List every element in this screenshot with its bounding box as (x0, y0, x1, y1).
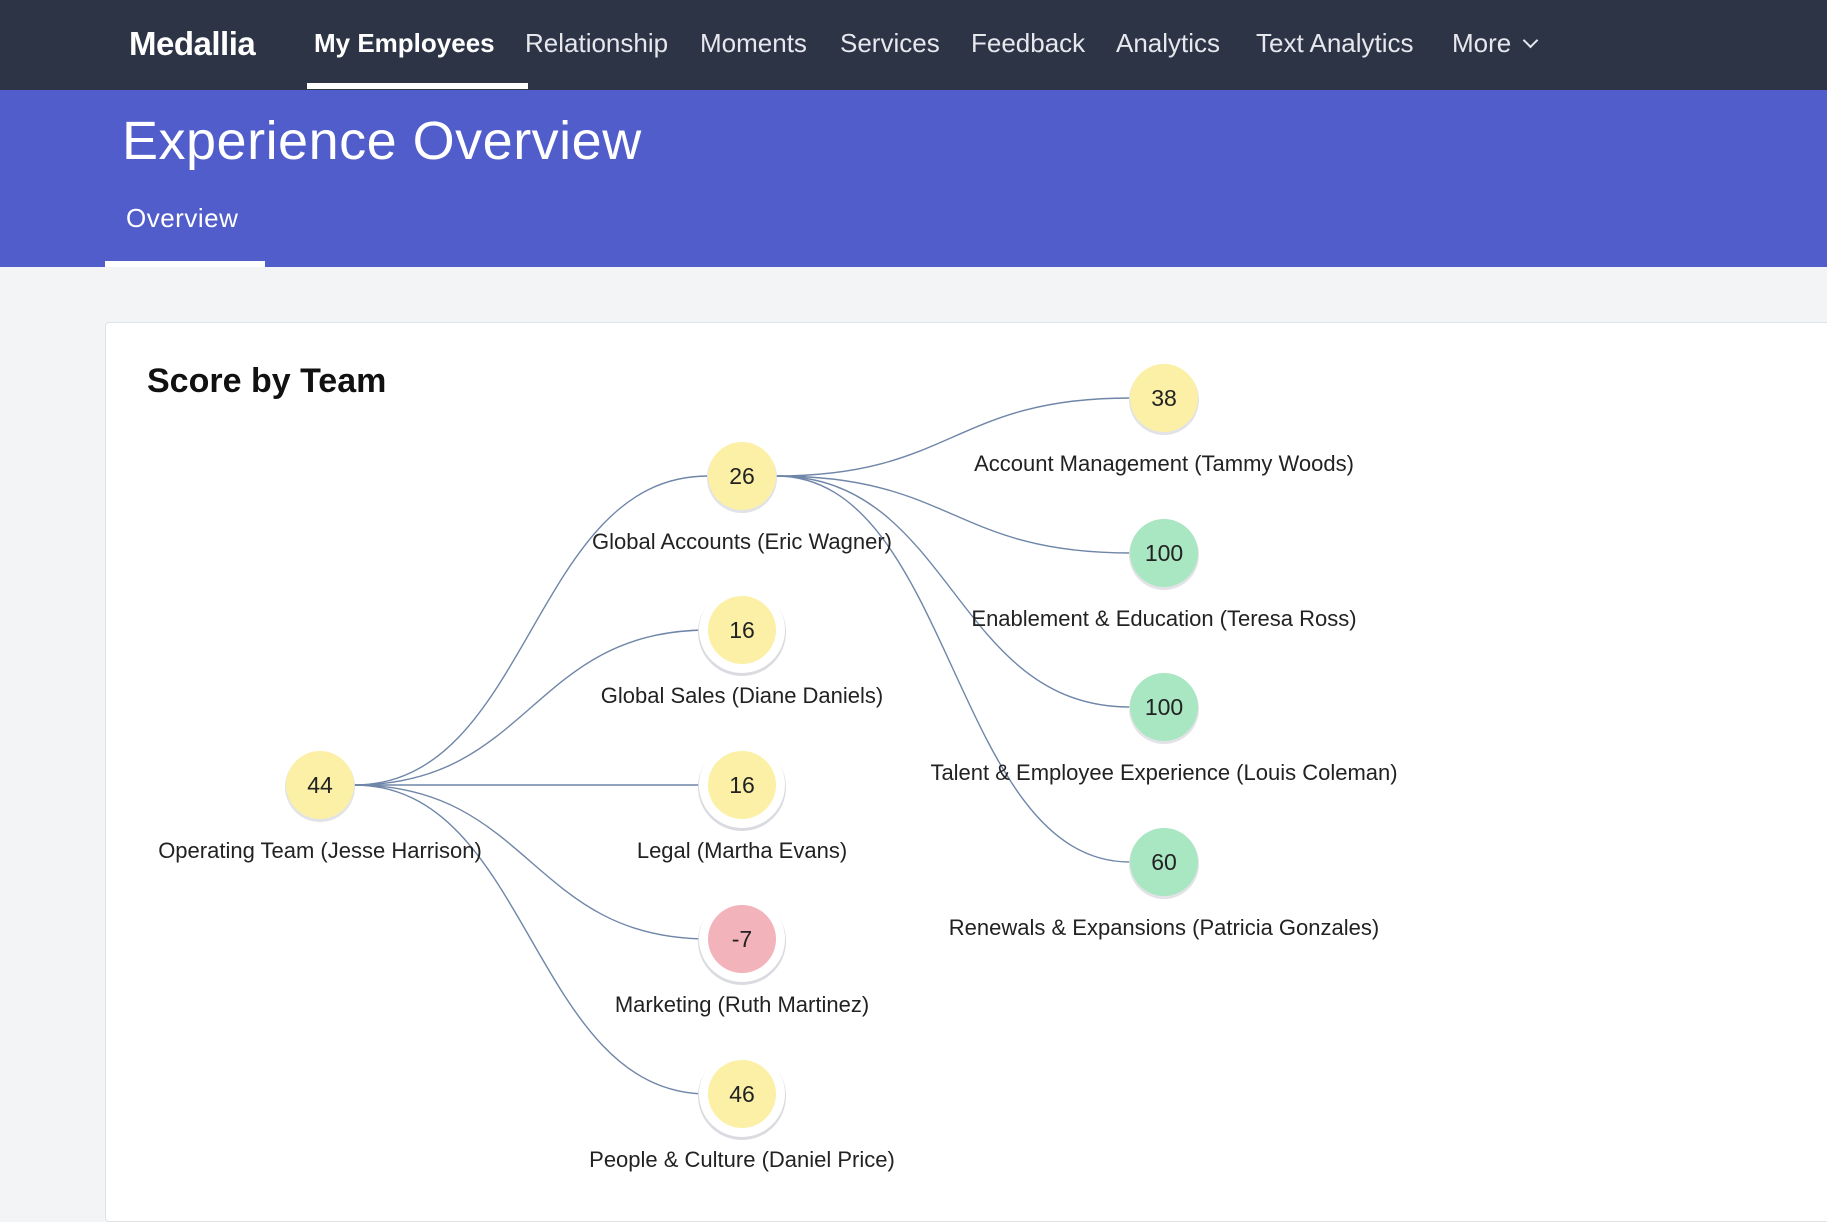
card-title: Score by Team (147, 362, 387, 400)
score-circle (1130, 828, 1198, 896)
tree-link-renewals (775, 475, 1131, 863)
nav-item-my-employees[interactable]: My Employees (314, 28, 495, 58)
node-label: Global Accounts (Eric Wagner) (592, 529, 892, 554)
node-label: Renewals & Expansions (Patricia Gonzales… (949, 915, 1379, 940)
score-circle (286, 751, 354, 819)
score-value: 44 (307, 772, 333, 798)
node-label: Enablement & Education (Teresa Ross) (971, 606, 1356, 631)
node-label: People & Culture (Daniel Price) (589, 1147, 895, 1172)
nav-item-moments[interactable]: Moments (700, 28, 807, 58)
score-circle (708, 596, 776, 664)
score-value: 46 (729, 1081, 755, 1107)
node-label: Operating Team (Jesse Harrison) (158, 838, 482, 863)
nav-item-analytics[interactable]: Analytics (1116, 28, 1221, 58)
tree-link-global-sales (353, 629, 709, 786)
score-by-team-card (105, 322, 1827, 1222)
score-circle (708, 905, 776, 973)
score-circle (1130, 673, 1198, 741)
score-circle (708, 751, 776, 819)
tree-link-talent (775, 475, 1131, 708)
score-value: -7 (732, 926, 752, 952)
score-circle (1130, 519, 1198, 587)
top-navigation-bar: Medallia My Employees Relationship Momen… (0, 0, 1827, 90)
tree-link-enablement (775, 475, 1131, 554)
tree-link-people-culture (353, 784, 709, 1095)
score-value: 38 (1151, 385, 1177, 411)
tab-active-indicator (105, 261, 265, 267)
score-value: 16 (729, 617, 755, 643)
tree-link-account-management (775, 397, 1131, 477)
nav-item-feedback[interactable]: Feedback (971, 28, 1086, 58)
tree-link-marketing (353, 784, 709, 940)
nav-item-more[interactable]: More (1452, 0, 1539, 90)
tab-overview[interactable]: Overview (126, 203, 239, 233)
node-label: Talent & Employee Experience (Louis Cole… (930, 760, 1397, 785)
score-value: 16 (729, 772, 755, 798)
page-header: Experience Overview Overview (0, 90, 1827, 267)
score-circle (1130, 364, 1198, 432)
score-value: 100 (1145, 694, 1183, 720)
nav-item-more-label: More (1452, 28, 1512, 58)
score-circle (708, 1060, 776, 1128)
node-label: Legal (Martha Evans) (637, 838, 847, 863)
node-label: Marketing (Ruth Martinez) (615, 992, 869, 1017)
score-value: 26 (729, 463, 755, 489)
nav-active-indicator (307, 83, 528, 89)
nav-item-text-analytics[interactable]: Text Analytics (1256, 28, 1414, 58)
score-circle (708, 442, 776, 510)
score-value: 100 (1145, 540, 1183, 566)
score-value: 60 (1151, 849, 1177, 875)
tree-links (353, 397, 1131, 1095)
medallia-logo[interactable]: Medallia (129, 25, 256, 62)
nav-item-relationship[interactable]: Relationship (525, 28, 669, 58)
node-label: Global Sales (Diane Daniels) (601, 683, 883, 708)
page-title: Experience Overview (122, 111, 642, 171)
tree-link-global-accounts (353, 475, 709, 786)
nav-item-services[interactable]: Services (840, 28, 940, 58)
node-label: Account Management (Tammy Woods) (974, 451, 1354, 476)
